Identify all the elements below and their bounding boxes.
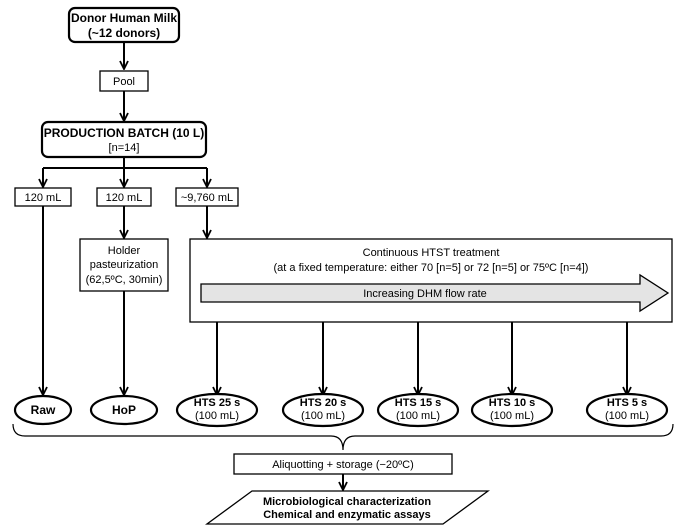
- vol-hop-label: 120 mL: [106, 192, 143, 204]
- node-vol-htst: ~9,760 mL: [175, 187, 239, 207]
- hts25-volume: (100 mL): [195, 410, 239, 422]
- node-raw: Raw: [13, 394, 73, 426]
- node-storage: Aliquotting + storage (−20ºC): [233, 453, 453, 475]
- final-line1: Microbiological characterization: [263, 496, 431, 508]
- raw-label: Raw: [31, 403, 56, 417]
- holder-line3: (62,5ºC, 30min): [86, 274, 163, 286]
- vol-raw-label: 120 mL: [25, 192, 62, 204]
- hts20-title: HTS 20 s: [300, 397, 346, 409]
- hop-label: HoP: [112, 403, 136, 417]
- vol-htst-label: ~9,760 mL: [181, 192, 233, 204]
- node-donor: Donor Human Milk (~12 donors): [67, 6, 181, 44]
- node-hts15: HTS 15 s (100 mL): [376, 392, 460, 428]
- htst-temperature: (at a fixed temperature: either 70 [n=5]…: [274, 262, 589, 274]
- grouping-brace: [12, 423, 674, 451]
- node-holder: Holder pasteurization (62,5ºC, 30min): [79, 238, 169, 292]
- holder-line2: pasteurization: [90, 259, 159, 271]
- node-final: Microbiological characterization Chemica…: [205, 490, 490, 525]
- hts5-title: HTS 5 s: [607, 397, 647, 409]
- hts10-title: HTS 10 s: [489, 397, 535, 409]
- hts25-title: HTS 25 s: [194, 397, 240, 409]
- donor-title: Donor Human Milk: [71, 11, 177, 25]
- hts15-volume: (100 mL): [396, 410, 440, 422]
- node-batch: PRODUCTION BATCH (10 L) [n=14]: [40, 120, 208, 159]
- node-hop: HoP: [89, 394, 159, 426]
- pool-label: Pool: [113, 76, 135, 88]
- node-htst: Continuous HTST treatment (at a fixed te…: [189, 238, 673, 323]
- htst-title: Continuous HTST treatment: [363, 247, 500, 259]
- node-hts25: HTS 25 s (100 mL): [175, 392, 259, 428]
- final-line2: Chemical and enzymatic assays: [263, 509, 431, 521]
- hts10-volume: (100 mL): [490, 410, 534, 422]
- flow-rate-label: Increasing DHM flow rate: [363, 288, 487, 300]
- hts15-title: HTS 15 s: [395, 397, 441, 409]
- node-pool: Pool: [99, 70, 149, 92]
- node-hts5: HTS 5 s (100 mL): [585, 392, 669, 428]
- flow-rate-arrow: [200, 273, 670, 313]
- hts20-volume: (100 mL): [301, 410, 345, 422]
- holder-line1: Holder: [108, 245, 141, 257]
- node-hts10: HTS 10 s (100 mL): [470, 392, 554, 428]
- node-vol-hop: 120 mL: [96, 187, 152, 207]
- donor-count: (~12 donors): [88, 26, 160, 40]
- batch-title: PRODUCTION BATCH (10 L): [44, 126, 204, 140]
- batch-count: [n=14]: [109, 142, 140, 154]
- node-hts20: HTS 20 s (100 mL): [281, 392, 365, 428]
- hts5-volume: (100 mL): [605, 410, 649, 422]
- node-vol-raw: 120 mL: [14, 187, 72, 207]
- storage-label: Aliquotting + storage (−20ºC): [272, 459, 414, 471]
